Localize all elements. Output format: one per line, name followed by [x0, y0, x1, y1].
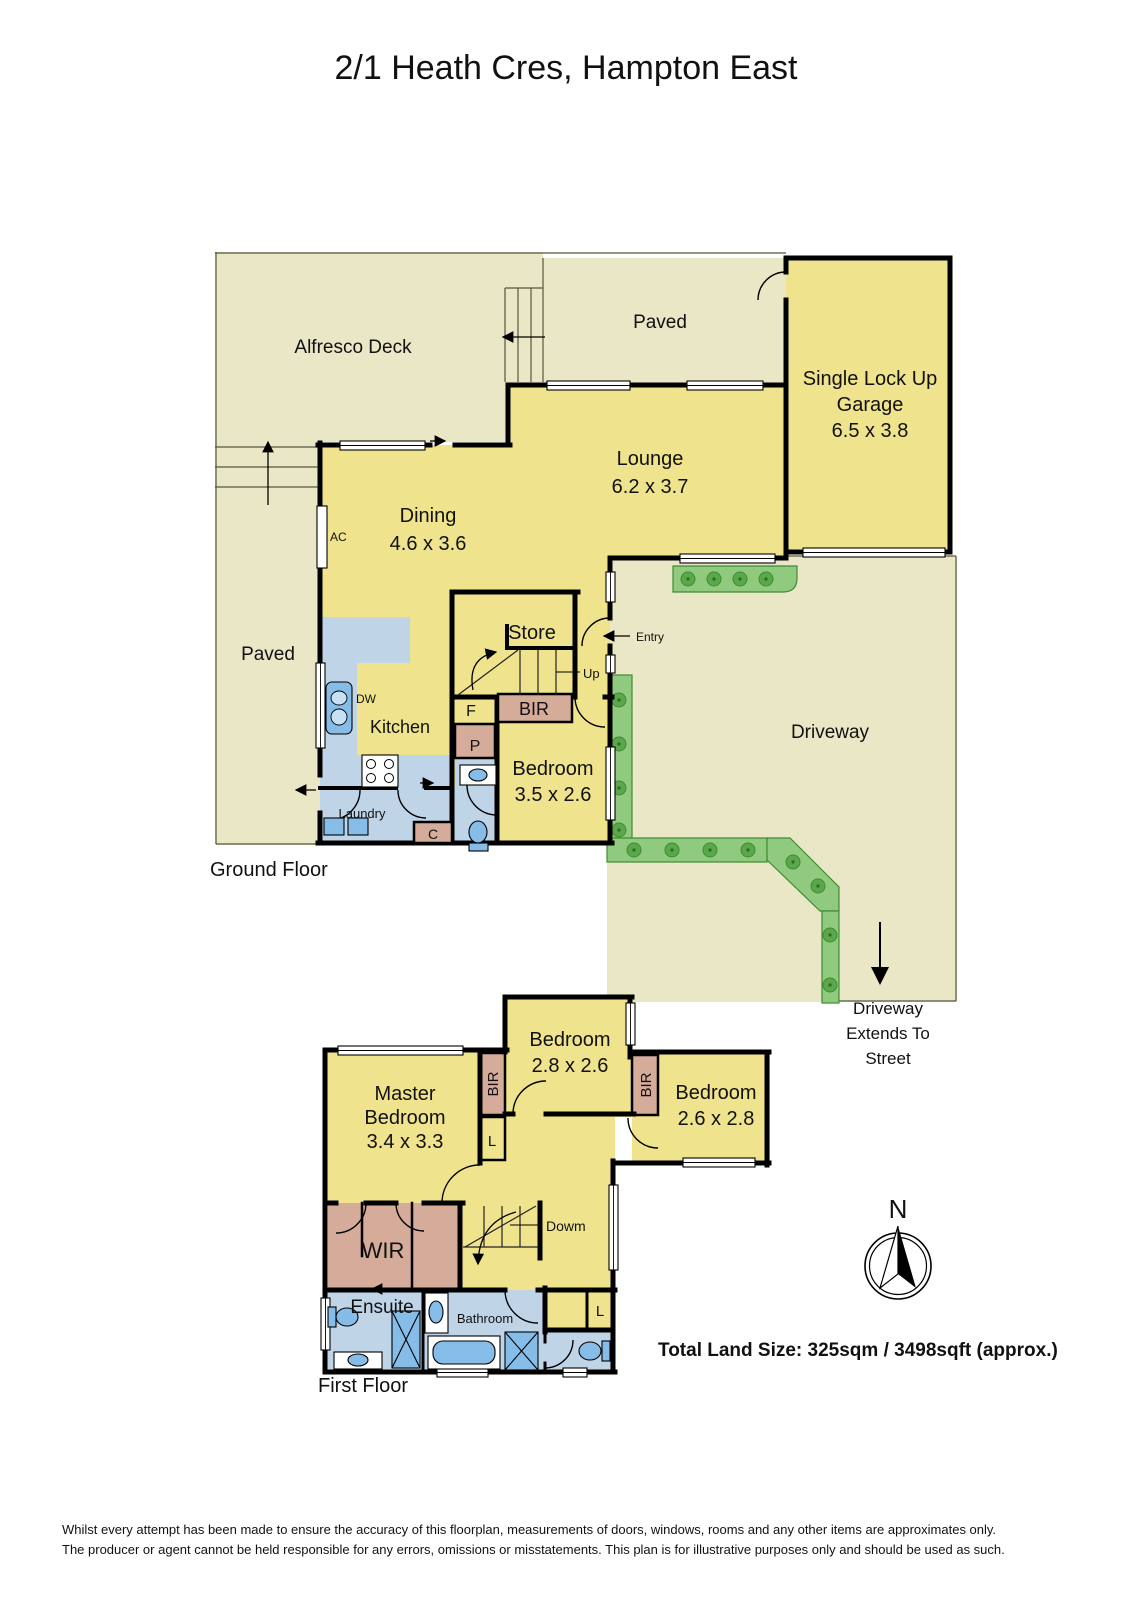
pantry-closet: [453, 722, 497, 760]
dryer: [347, 817, 369, 836]
stairs-down: [463, 1205, 542, 1266]
driveway-note-1: Driveway: [853, 999, 923, 1018]
ground-fixtures: [323, 681, 497, 852]
first-fixtures: [327, 1292, 611, 1371]
driveway-note-3: Street: [865, 1049, 911, 1068]
bathroom-label: Bathroom: [457, 1311, 513, 1326]
disclaimer-line-1: Whilst every attempt has been made to en…: [62, 1522, 996, 1537]
laundry-label: Laundry: [339, 806, 386, 821]
garden-bushes: [611, 571, 838, 993]
wc-toilet: [468, 820, 488, 844]
ground-floor-plan: Alfresco Deck Paved Paved Lounge 6.2 x 3…: [210, 252, 957, 1068]
driveway-area: [607, 556, 957, 1002]
garage-door: [802, 547, 946, 558]
bir-ground-label: BIR: [519, 699, 549, 719]
garage-label-1: Single Lock Up: [803, 368, 938, 390]
up-label: Up: [583, 666, 600, 681]
c-closet: [412, 820, 454, 845]
garage-label-2: Garage: [837, 394, 904, 416]
first-floor-label: First Floor: [318, 1375, 408, 1397]
deck-steps: [215, 440, 318, 505]
page-title: 2/1 Heath Cres, Hampton East: [334, 49, 798, 87]
bedroom2-dims: 2.8 x 2.6: [532, 1055, 609, 1077]
disclaimer-line-2: The producer or agent cannot be held res…: [62, 1542, 1005, 1557]
land-size-text: Total Land Size: 325sqm / 3498sqft (appr…: [658, 1340, 1058, 1361]
compass-north-label: N: [889, 1194, 908, 1224]
washer: [323, 817, 345, 836]
wir-room: [328, 1203, 460, 1290]
pantry-label: P: [470, 738, 481, 755]
ground-windows: [315, 380, 946, 821]
driveway-label: Driveway: [791, 722, 870, 743]
paved-left-label: Paved: [241, 644, 295, 665]
alfresco-deck-area: [215, 252, 543, 442]
garage-dims: 6.5 x 3.8: [832, 420, 909, 442]
site-outline: [215, 252, 957, 1002]
ac-unit: [316, 505, 328, 569]
bedroom-g-dims: 3.5 x 2.6: [515, 784, 592, 806]
dining-dims: 4.6 x 3.6: [390, 533, 467, 555]
compass: N: [864, 1194, 932, 1300]
entry-label: Entry: [636, 630, 664, 644]
bedroom2-room: [505, 997, 632, 1117]
first-doors: [335, 1080, 659, 1369]
kitchen-room: [320, 617, 452, 788]
paved-left-area: [215, 440, 320, 845]
bedroom-g-label: Bedroom: [512, 758, 593, 780]
compass-needle-dark: [898, 1226, 916, 1288]
dining-label: Dining: [400, 505, 457, 527]
ground-doors: [329, 271, 787, 821]
garage-room: [786, 258, 950, 552]
bir1-closet: [478, 1051, 507, 1117]
bedroom3-dims: 2.6 x 2.8: [678, 1108, 755, 1130]
fridge-label: F: [466, 703, 476, 720]
store-label: Store: [508, 622, 556, 644]
bir1-label: BIR: [485, 1071, 502, 1096]
ensuite-label: Ensuite: [350, 1297, 413, 1318]
paved-top-label: Paved: [633, 312, 687, 333]
bir-closet-ground: [496, 692, 574, 724]
wir-label: WIR: [362, 1238, 405, 1263]
master-label-1: Master: [374, 1083, 435, 1105]
ac-label: AC: [330, 530, 347, 544]
linen1-label: L: [488, 1133, 496, 1150]
ground-floor-label: Ground Floor: [210, 859, 328, 881]
paved-steps: [501, 287, 545, 382]
alfresco-label: Alfresco Deck: [294, 337, 412, 358]
down-label: Dowm: [546, 1218, 586, 1234]
stairs-up: [457, 648, 580, 696]
bir2-label: BIR: [638, 1072, 655, 1097]
driveway-note-2: Extends To: [846, 1024, 930, 1043]
linen2-label: L: [596, 1303, 604, 1320]
stove: [361, 754, 399, 788]
compass-needle-light: [878, 1225, 899, 1290]
ensuite-toilet: [335, 1307, 359, 1327]
c-label: C: [428, 826, 438, 842]
lounge-dims: 6.2 x 3.7: [612, 476, 689, 498]
paved-top-area: [543, 258, 786, 387]
lounge-label: Lounge: [617, 448, 684, 470]
first-floor-plan: Master Bedroom 3.4 x 3.3 Bedroom 2.8 x 2…: [318, 994, 772, 1397]
kitchen-label: Kitchen: [370, 717, 430, 737]
master-label-2: Bedroom: [364, 1107, 445, 1129]
bedroom3-label: Bedroom: [675, 1082, 756, 1104]
ground-arrows: [294, 435, 889, 985]
master-dims: 3.4 x 3.3: [367, 1131, 444, 1153]
bir2-closet: [630, 1053, 660, 1117]
dw-label: DW: [356, 692, 377, 706]
ensuite-toilet-tank: [327, 1306, 337, 1328]
wc2-toilet: [578, 1341, 602, 1361]
bedroom2-label: Bedroom: [529, 1029, 610, 1051]
kitchen-sink-dw: [325, 681, 353, 735]
